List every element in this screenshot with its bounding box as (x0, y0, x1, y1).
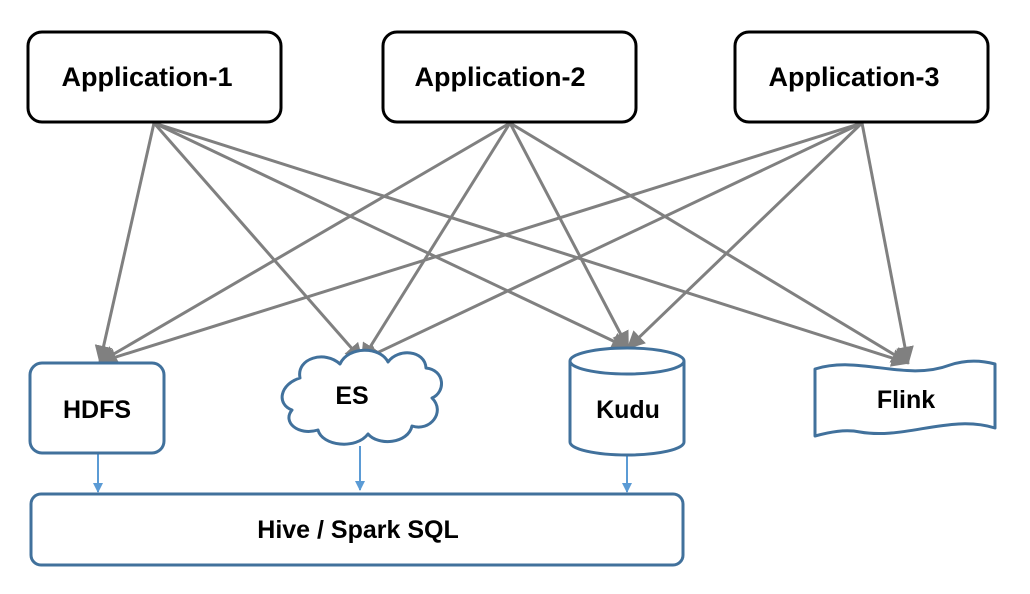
es-label: ES (335, 382, 368, 410)
connector-app2-hdfs (98, 121, 511, 364)
connector-app1-es (152, 122, 364, 362)
connector-app1-flink (153, 121, 910, 367)
application-2-label: Application-2 (414, 62, 585, 92)
es-node: ES (280, 348, 443, 446)
application-2-box (381, 30, 638, 124)
application-3-node: Application-3 (733, 30, 990, 124)
application-3-label: Application-3 (768, 62, 939, 92)
connector-app2-flink (509, 121, 910, 365)
application-2-node: Application-2 (381, 30, 638, 124)
connector-app1-hdfs (94, 122, 156, 364)
connector-app3-es (360, 121, 863, 362)
es-cloud-shape (280, 348, 443, 446)
flink-banner-shape (813, 359, 997, 438)
kudu-cylinder-top (568, 346, 686, 376)
kudu-node: Kudu (568, 346, 686, 457)
connector-app3-flink (860, 122, 914, 365)
connector-app3-kudu (626, 121, 864, 350)
query-layer-label: Hive / Spark SQL (257, 516, 458, 544)
kudu-cylinder-body (568, 361, 686, 457)
application-1-node: Application-1 (26, 30, 283, 124)
connector-app3-hdfs (98, 121, 863, 366)
flink-node: Flink (813, 359, 997, 438)
query-layer-node: Hive / Spark SQL (29, 492, 685, 567)
query-layer-box (29, 492, 685, 567)
application-store-connectors (94, 121, 914, 367)
connector-app2-es (360, 122, 512, 362)
kudu-label: Kudu (596, 396, 660, 424)
hdfs-label: HDFS (63, 396, 131, 424)
store-query-connectors (93, 446, 632, 493)
connector-app1-kudu (153, 121, 630, 350)
application-1-label: Application-1 (61, 62, 232, 92)
application-1-box (26, 30, 283, 124)
hdfs-node: HDFS (28, 361, 166, 455)
application-3-box (733, 30, 990, 124)
connector-app2-kudu (508, 122, 630, 350)
flink-label: Flink (877, 386, 935, 414)
hdfs-box (28, 361, 166, 455)
